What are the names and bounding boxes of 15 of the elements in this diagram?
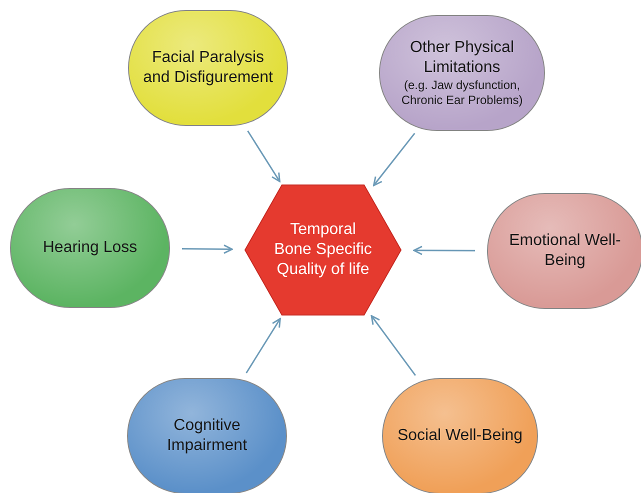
arrow: [413, 246, 475, 256]
node-text: Cognitive Impairment: [166, 416, 248, 456]
node-text: Emotional Well-Being: [508, 231, 622, 271]
arrow: [373, 132, 416, 186]
node-text: (e.g. Jaw dysfunction, Chronic Ear Problems): [400, 78, 524, 108]
arrow: [246, 318, 281, 374]
node-text: Facial Paralysis and Disfigurement: [142, 48, 274, 88]
arrow: [182, 244, 233, 254]
node-text: Other Physical Limitations: [408, 38, 516, 78]
node-text: Social Well-Being: [397, 426, 523, 446]
arrow: [370, 315, 416, 376]
node-text: Temporal Bone Specific Quality of life: [273, 220, 373, 280]
hexagon: [244, 184, 402, 316]
node-text: Hearing Loss: [42, 238, 138, 258]
arrow: [247, 130, 280, 182]
